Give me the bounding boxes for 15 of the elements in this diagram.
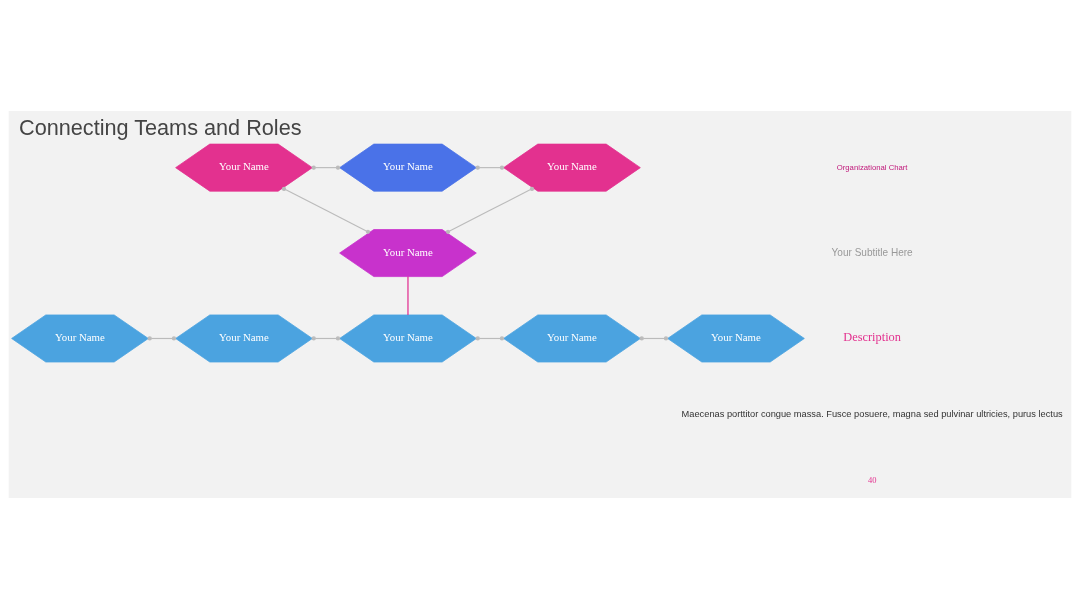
label: Your Subtitle Here: [831, 246, 913, 258]
label: Organizational Chart: [836, 162, 908, 172]
connector: [311, 335, 341, 341]
connector: [311, 165, 341, 170]
label: 40: [867, 474, 877, 485]
connector: [445, 186, 535, 234]
connector: [639, 335, 669, 341]
label: Maecenas porttitor congue massa. Fusce posuere, magna sed pulvinar ultricies, purus lectus: [681, 408, 1063, 419]
label: Description: [843, 329, 901, 344]
connector: [475, 165, 505, 170]
connector: [407, 275, 409, 316]
connector: [147, 335, 177, 341]
diagram-title: Connecting Teams and Roles: [19, 114, 302, 140]
connector: [475, 335, 505, 341]
connector: [281, 186, 371, 234]
